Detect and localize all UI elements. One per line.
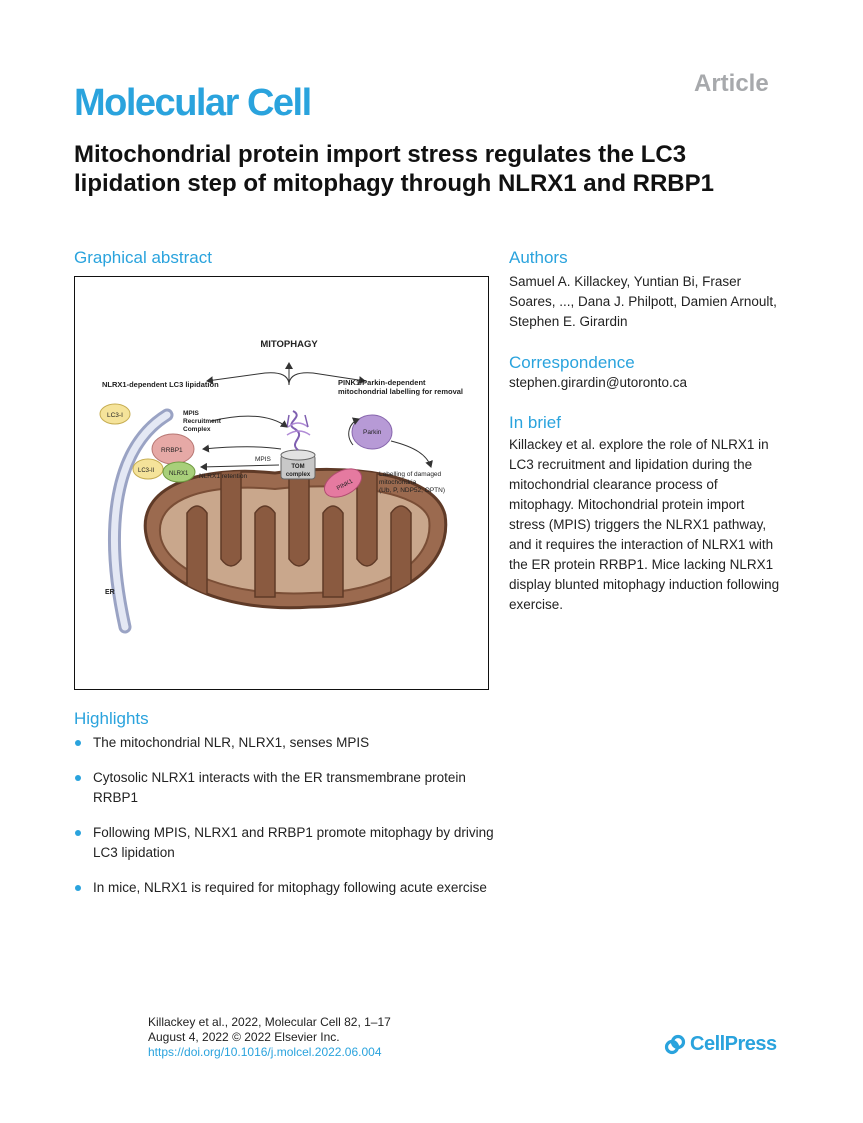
right-branch-label-2: mitochondrial labelling for removal <box>338 387 463 396</box>
rrbp1-label: RRBP1 <box>161 447 183 454</box>
lc3-i-label: LC3-I <box>107 412 123 419</box>
parkin-label: Parkin <box>363 429 382 436</box>
citation-line: Killackey et al., 2022, Molecular Cell 8… <box>148 1015 391 1029</box>
bullet-icon <box>75 885 81 891</box>
graphical-abstract-diagram: MITOPHAGY NLRX1-dependent LC3 lipidation… <box>99 339 463 634</box>
parkin-arrow <box>348 417 360 446</box>
lc3-ii-label: LC3-II <box>138 468 155 474</box>
parkin-icon <box>351 414 393 450</box>
doi-link[interactable]: https://doi.org/10.1016/j.molcel.2022.06… <box>148 1045 382 1059</box>
journal-name: Molecular Cell <box>74 82 312 124</box>
bullet-icon <box>75 740 81 746</box>
mpis-label: MPIS <box>255 456 272 463</box>
er-label: ER <box>105 589 115 596</box>
highlights-list: The mitochondrial NLR, NLRX1, senses MPI… <box>74 733 494 913</box>
nlrx1-retention-label: NLRX1 retention <box>199 473 247 480</box>
nlrx1-label: NLRX1 <box>169 471 189 477</box>
left-branch-label: NLRX1-dependent LC3 lipidation <box>102 380 219 389</box>
cellpress-wordmark: CellPress <box>690 1033 777 1055</box>
mpis-rc-label-3: Complex <box>183 426 211 433</box>
recruitment-arrow <box>210 415 288 428</box>
mitophagy-label: MITOPHAGY <box>260 339 318 350</box>
correspondence-heading: Correspondence <box>509 353 635 372</box>
mpis-rc-label-2: Recruitment <box>183 418 222 425</box>
cellpress-logo: CellPress <box>664 1033 777 1056</box>
labelling-label-3: (Ub, P, NDP52, OPTN) <box>379 487 445 494</box>
in-brief-heading: In brief <box>509 413 561 432</box>
highlight-item: Cytosolic NLRX1 interacts with the ER tr… <box>74 768 494 808</box>
cellpress-logo-icon <box>664 1034 686 1054</box>
citation-footer: Killackey et al., 2022, Molecular Cell 8… <box>148 1015 391 1060</box>
bullet-icon <box>75 830 81 836</box>
mitochondrial-cristae <box>186 469 412 598</box>
article-type-tag: Article <box>694 70 769 97</box>
right-branch-label-1: PINK1/Parkin-dependent <box>338 378 426 387</box>
highlight-item: Following MPIS, NLRX1 and RRBP1 promote … <box>74 823 494 863</box>
highlight-text: In mice, NLRX1 is required for mitophagy… <box>93 880 487 895</box>
highlight-text: The mitochondrial NLR, NLRX1, senses MPI… <box>93 735 370 750</box>
labelling-label-2: mitochondria <box>379 479 417 486</box>
graphical-abstract-heading: Graphical abstract <box>74 248 212 267</box>
highlights-heading: Highlights <box>74 709 149 728</box>
tom-label-1: TOM <box>291 464 304 470</box>
lc3-i-icon <box>99 403 131 425</box>
lc3-ii-icon <box>132 458 164 480</box>
highlight-item: The mitochondrial NLR, NLRX1, senses MPI… <box>74 733 494 753</box>
bullet-icon <box>75 775 81 781</box>
highlight-item: In mice, NLRX1 is required for mitophagy… <box>74 878 494 898</box>
labelling-arrow <box>390 440 433 468</box>
in-brief-text: Killackey et al. explore the role of NLR… <box>509 437 780 612</box>
pink1-icon <box>323 468 363 498</box>
labelling-label-1: Labelling of damaged <box>379 471 442 478</box>
authors-heading: Authors <box>509 248 568 267</box>
highlight-text: Following MPIS, NLRX1 and RRBP1 promote … <box>93 825 494 860</box>
er-lumen <box>111 411 171 631</box>
article-title: Mitochondrial protein import stress regu… <box>74 141 714 197</box>
nlrx1-icon <box>162 461 196 483</box>
authors-list: Samuel A. Killackey, Yuntian Bi, Fraser … <box>509 274 777 329</box>
mpis-arrow <box>202 444 282 453</box>
correspondence-email[interactable]: stephen.girardin@utoronto.ca <box>509 375 688 390</box>
highlight-text: Cytosolic NLRX1 interacts with the ER tr… <box>93 770 466 805</box>
graphical-abstract-figure: MITOPHAGY NLRX1-dependent LC3 lipidation… <box>74 276 489 690</box>
tom-label-2: complex <box>286 472 311 478</box>
mpis-rc-label-1: MPIS <box>183 410 200 417</box>
publication-date: August 4, 2022 © 2022 Elsevier Inc. <box>148 1030 340 1044</box>
retention-arrow <box>200 462 280 471</box>
imported-protein-icon <box>290 410 301 451</box>
mitophagy-arrow-left <box>206 372 290 386</box>
